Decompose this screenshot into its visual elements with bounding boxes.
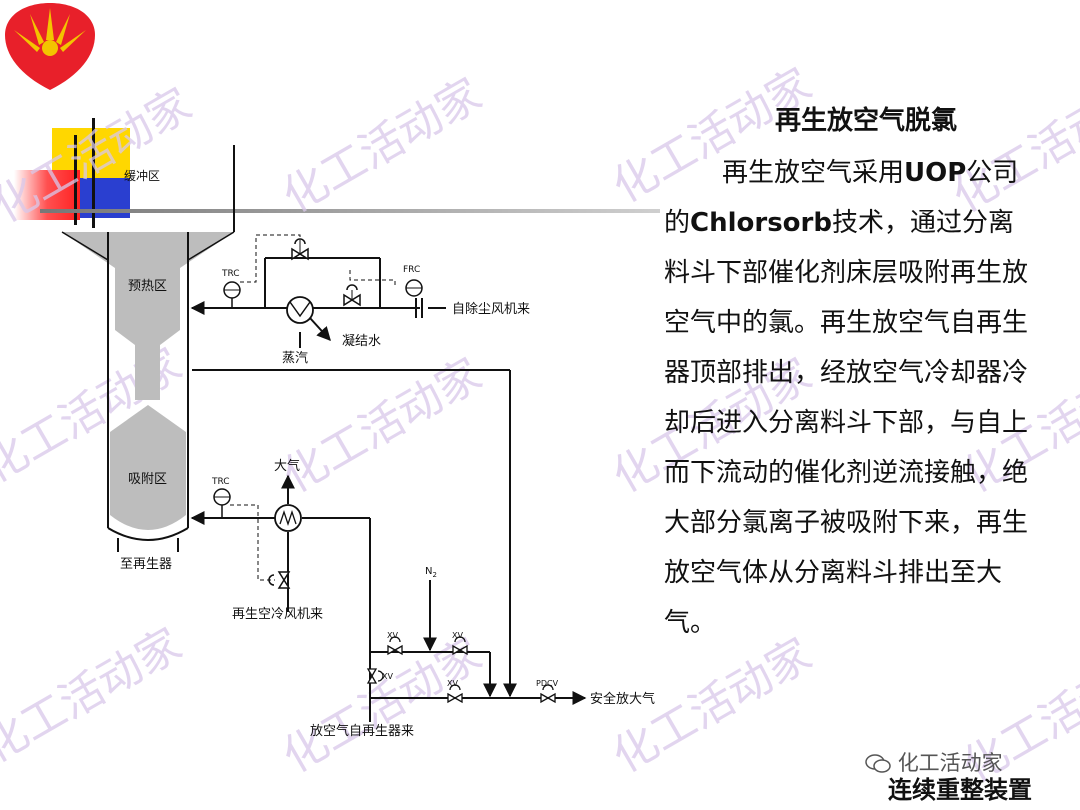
decor-vline-2 [92,118,95,228]
zone-buffer-label: 缓冲区 [124,168,160,183]
xv-valve-1-icon: XV [387,631,403,656]
steam-label: 蒸汽 [282,351,308,366]
decor-hline [40,209,660,213]
footer-title: 连续重整装置 [888,775,1032,804]
svg-text:PDCV: PDCV [536,679,559,688]
decor-vline-1 [74,135,77,225]
heat-exchanger-icon [286,296,314,324]
xv-valve-4-icon: XV [447,679,463,704]
from-regen-vent-label: 放空气自再生器来 [310,723,414,739]
wechat-source: 化工活动家 [865,747,1003,777]
trc-bottom-instrument: TRC [211,477,231,518]
n2-label: N2 [425,566,437,579]
separation-hopper [61,145,235,552]
process-diagram: 缓冲区 预热区 吸附区 至再生器 TRC [61,145,655,739]
preheat-signal-lines [240,234,396,288]
bottom-header-instruments: XV XV XV XV PDCV N2 安 [310,566,655,739]
logo-icon [5,3,95,90]
from-cool-air-fan-label: 再生空冷风机来 [232,607,323,622]
description-paragraph: 再生放空气采用UOP公司的Chlorsorb技术，通过分离料斗下部催化剂床层吸附… [664,158,1029,638]
xv-valve-3-icon: XV [366,668,393,684]
condensate-label: 凝结水 [342,333,381,349]
vent-piping [192,369,517,698]
pdcv-valve-icon: PDCV [536,679,559,704]
svg-text:XV: XV [382,672,393,681]
svg-text:XV: XV [447,679,458,688]
from-dust-fan-label: 自除尘风机来 [452,302,530,317]
to-regenerator-label: 至再生器 [120,557,172,572]
zone-adsorb-label: 吸附区 [128,472,167,487]
to-safe-vent-label: 安全放大气 [590,691,655,707]
atmosphere-label: 大气 [274,458,300,474]
svg-text:XV: XV [452,631,463,640]
preheat-instruments: TRC FRC 自除尘风机来 凝结水 蒸汽 [221,238,530,366]
wechat-label: 化工活动家 [897,751,1003,775]
frc-instrument: FRC [403,265,423,297]
zone-preheat-label: 预热区 [128,279,167,294]
trc-top-instrument: TRC [221,269,241,308]
cooler-instruments: TRC 大气 再生空冷风机来 [211,458,323,622]
control-valve-icon [343,284,361,307]
control-valve-icon [291,238,309,261]
wechat-icon [865,754,891,773]
vessel-zone-labels: 缓冲区 预热区 吸附区 至再生器 [120,168,172,572]
xv-valve-2-icon: XV [452,631,468,656]
air-cooler-icon [274,504,302,532]
control-valve-icon [268,571,291,589]
section-title: 再生放空气脱氯 [775,106,958,136]
svg-text:TRC: TRC [211,477,230,487]
cooler-signal-lines [230,504,275,581]
svg-text:XV: XV [387,631,398,640]
svg-text:TRC: TRC [221,269,240,279]
svg-text:FRC: FRC [403,265,420,275]
